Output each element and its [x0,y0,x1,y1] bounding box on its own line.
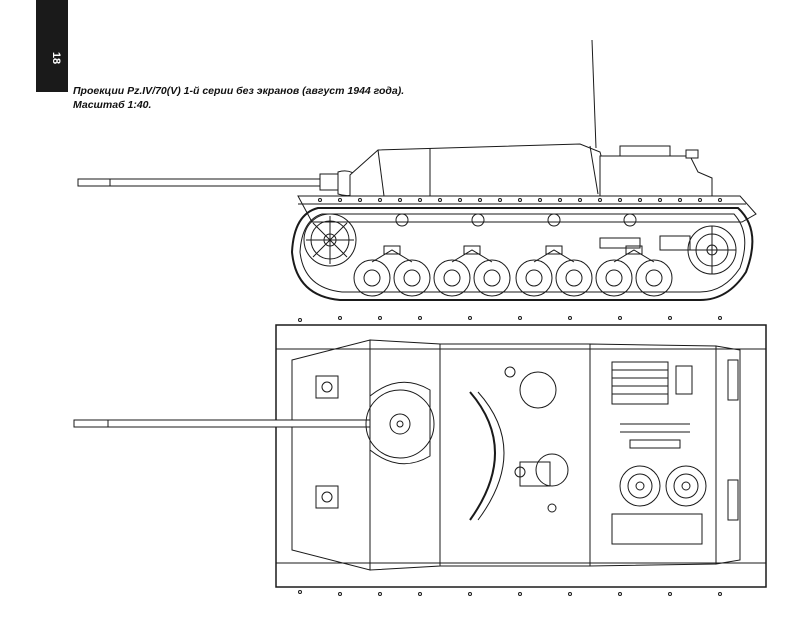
top-cooling-fans [619,465,707,507]
top-engine-deck [589,343,717,567]
antenna [591,39,597,149]
top-fender-bolts [298,316,722,596]
side-gun-barrel [77,170,361,197]
top-roof-plate [439,343,591,567]
caption-scale: Масштаб 1:40. [73,99,152,111]
side-idler [687,225,737,275]
page-number-tab: 18 [36,0,68,92]
top-gun-barrel [73,419,375,428]
side-bolt-row [318,198,722,202]
side-track [290,207,754,301]
caption-title: Проекции Pz.IV/70(V) 1-й серии без экран… [73,85,405,97]
figure-caption: Проекции Pz.IV/70(V) 1-й серии без экран… [73,84,404,112]
side-road-wheels [353,259,673,297]
top-gun-mantlet [365,381,435,465]
top-hatch-right [535,453,569,487]
top-view [73,316,767,596]
top-front-glacis [291,339,371,571]
side-view [77,39,757,301]
side-drive-sprocket [303,213,357,267]
side-bogies [371,245,655,263]
side-superstructure [349,143,613,197]
top-radiator-grille [611,361,669,405]
side-return-rollers [395,213,637,227]
top-hatch-left [519,371,557,409]
top-curved-rail [469,391,496,521]
